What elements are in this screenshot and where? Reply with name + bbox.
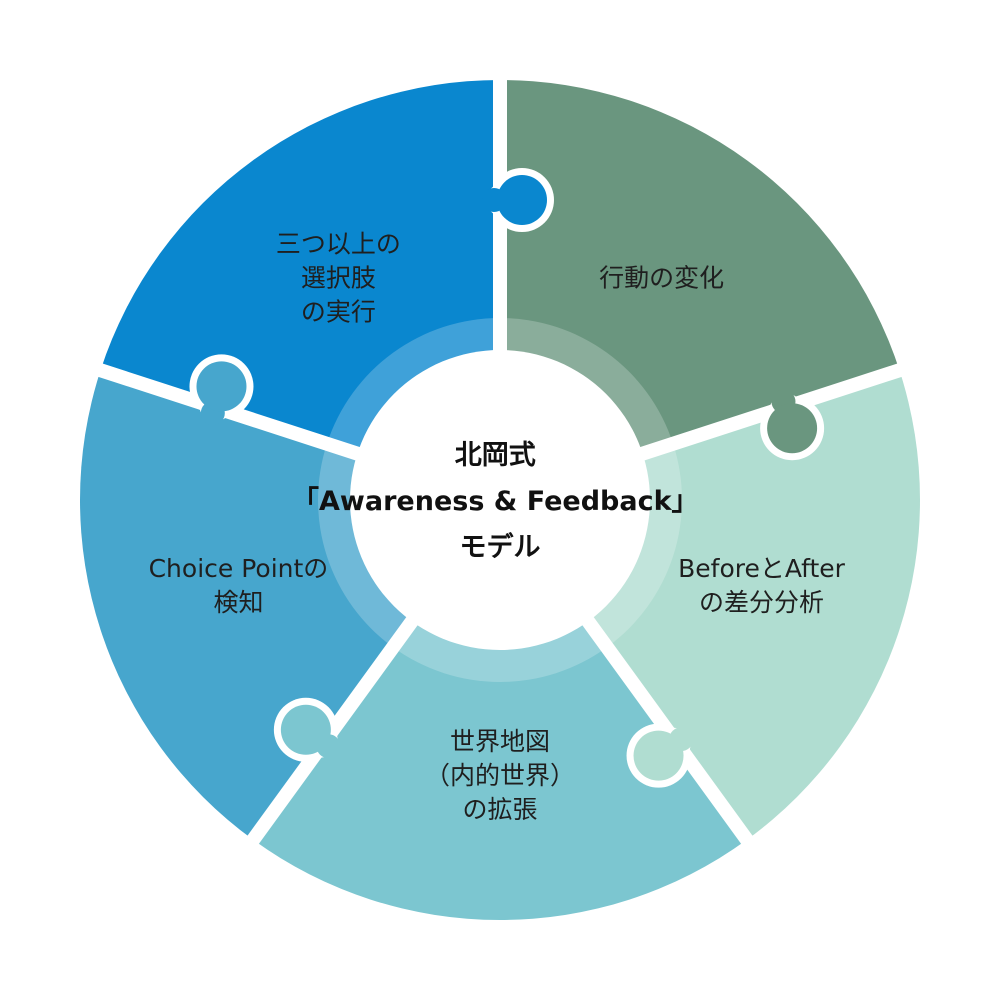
label-options-line-3: の実行 bbox=[301, 298, 376, 327]
label-choice-point-line-1: Choice Pointの bbox=[149, 554, 329, 583]
label-choice-point-line-2: 検知 bbox=[213, 588, 263, 617]
label-before-after-line-1: BeforeとAfter bbox=[678, 554, 845, 583]
label-choice-point: Choice Pointの検知 bbox=[149, 554, 329, 617]
puzzle-knob bbox=[280, 704, 331, 755]
segment-divider bbox=[244, 613, 421, 848]
center-title: 北岡式 「Awareness & Feedback」 モデル bbox=[292, 440, 708, 563]
center-title-line-3: モデル bbox=[460, 531, 541, 563]
segment-divider bbox=[93, 362, 365, 462]
label-world-map: 世界地図 （内的世界） の拡張 bbox=[425, 727, 575, 824]
label-before-after: BeforeとAfter の差分分析 bbox=[678, 554, 845, 617]
puzzle-knob bbox=[497, 175, 547, 225]
label-world-map-line-2: （内的世界） bbox=[425, 761, 575, 790]
label-behavior-line-1: 行動の変化 bbox=[599, 264, 724, 293]
label-options-line-2: 選択肢 bbox=[301, 264, 376, 293]
label-before-after-line-2: の差分分析 bbox=[699, 588, 824, 617]
segment-divider bbox=[635, 362, 907, 462]
label-world-map-line-3: の拡張 bbox=[462, 795, 537, 824]
puzzle-knob bbox=[633, 730, 684, 781]
center-title-line-1: 北岡式 bbox=[455, 440, 536, 471]
center-title-line-2: 「Awareness & Feedback」 bbox=[292, 485, 699, 517]
segment-world-map bbox=[253, 500, 747, 921]
puzzle-knob bbox=[767, 403, 818, 454]
segment-divider bbox=[579, 613, 756, 848]
label-world-map-line-1: 世界地図 bbox=[450, 727, 550, 756]
segment-gaps bbox=[93, 75, 907, 848]
label-behavior: 行動の変化 bbox=[599, 264, 724, 293]
puzzle-knob bbox=[196, 361, 247, 412]
label-options: 三つ以上の選択肢の実行 bbox=[276, 230, 401, 327]
center-hub bbox=[350, 350, 650, 650]
label-options-line-1: 三つ以上の bbox=[276, 230, 401, 259]
